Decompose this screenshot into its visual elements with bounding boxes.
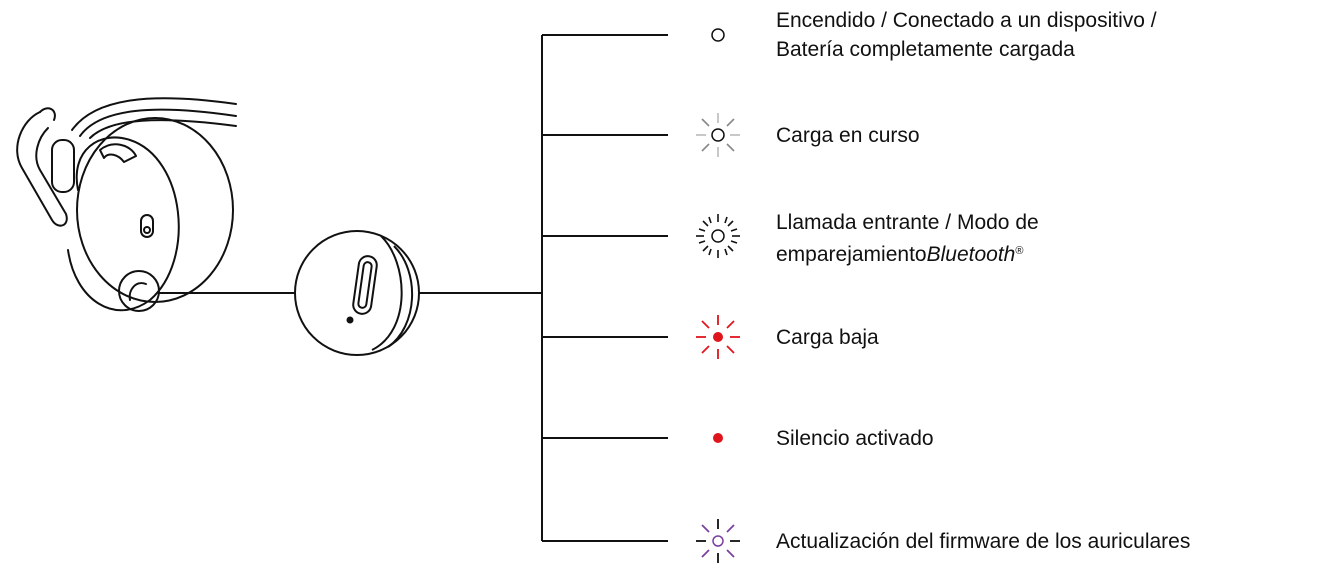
indicator-low-battery-icon bbox=[696, 315, 740, 359]
indicator-firmware-icon bbox=[696, 519, 740, 563]
indicator-mute-icon bbox=[713, 433, 723, 443]
label-pairing-registered: ® bbox=[1015, 245, 1024, 257]
label-on-line2: Batería completamente cargada bbox=[776, 38, 1075, 61]
label-pairing-line1: Llamada entrante / Modo de bbox=[776, 211, 1039, 234]
label-on-line1: Encendido / Conectado a un dispositivo / bbox=[776, 9, 1157, 32]
label-mute: Silencio activado bbox=[776, 424, 934, 453]
bracket-lines bbox=[541, 34, 668, 542]
label-mute-line1: Silencio activado bbox=[776, 427, 934, 450]
label-firmware-line1: Actualización del firmware de los auricu… bbox=[776, 530, 1191, 553]
label-low-battery: Carga baja bbox=[776, 323, 879, 352]
label-charging: Carga en curso bbox=[776, 121, 920, 150]
label-on: Encendido / Conectado a un dispositivo /… bbox=[776, 6, 1157, 64]
indicator-charging-icon bbox=[696, 113, 740, 157]
magnified-led-detail bbox=[294, 230, 420, 356]
label-charging-line1: Carga en curso bbox=[776, 124, 920, 147]
label-pairing-line2: emparejamientoBluetooth® bbox=[776, 237, 1039, 269]
label-low-battery-line1: Carga baja bbox=[776, 326, 879, 349]
label-pairing-prefix: emparejamiento bbox=[776, 243, 927, 266]
indicator-pairing-icon bbox=[696, 214, 740, 258]
label-pairing-bluetooth: Bluetooth bbox=[926, 243, 1016, 266]
headset-illustration bbox=[16, 97, 237, 312]
indicator-on-icon bbox=[711, 28, 725, 42]
label-firmware: Actualización del firmware de los auricu… bbox=[776, 527, 1190, 556]
label-pairing: Llamada entrante / Modo de emparejamient… bbox=[776, 208, 1039, 269]
